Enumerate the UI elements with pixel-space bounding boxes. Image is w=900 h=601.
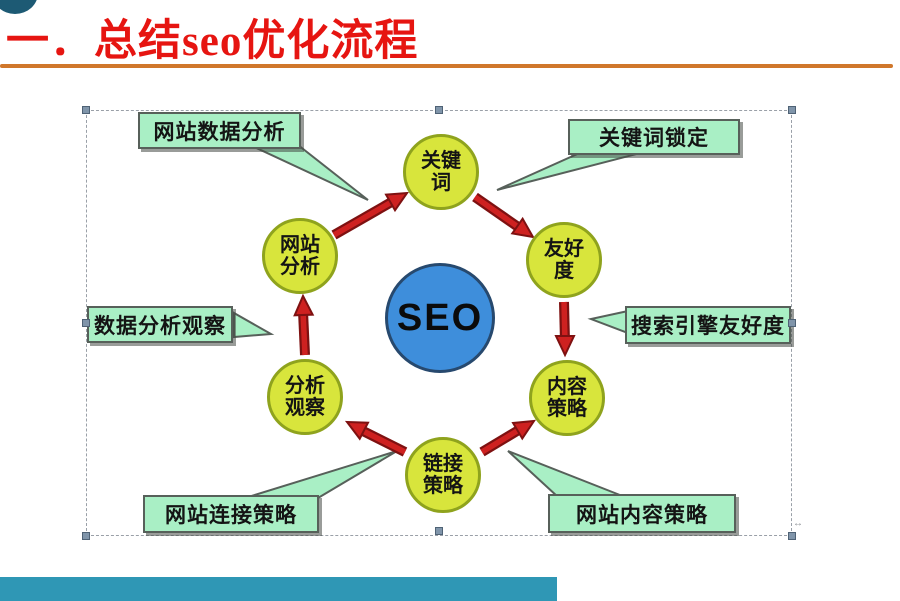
slide-title[interactable]: 一．总结seo优化流程	[6, 18, 419, 65]
resize-handle-bottom-left[interactable]	[82, 532, 90, 540]
node-analysis-observation-line2: 观察	[285, 397, 325, 419]
title-underline	[0, 64, 893, 68]
node-friendliness: 友好 度	[526, 222, 602, 298]
footer-bar	[0, 577, 557, 601]
node-site-analysis: 网站 分析	[262, 218, 338, 294]
node-link-strategy-line1: 链接	[423, 452, 463, 475]
callout-site-link-strategy: 网站连接策略	[143, 495, 319, 533]
node-link-strategy: 链接 策略	[405, 437, 481, 513]
node-analysis-observation: 分析 观察	[267, 359, 343, 435]
callout-site-content-strategy: 网站内容策略	[548, 494, 736, 533]
resize-handle-top-left[interactable]	[82, 106, 90, 114]
resize-handle-bottom-right[interactable]	[788, 532, 796, 540]
node-keyword-line2: 词	[431, 172, 451, 194]
callout-site-data-analysis: 网站数据分析	[138, 112, 301, 149]
arrow-analysis-observation-to-site-analysis	[293, 293, 315, 356]
resize-handle-top-center[interactable]	[435, 106, 443, 114]
resize-handle-top-right[interactable]	[788, 106, 796, 114]
node-link-strategy-line2: 策略	[423, 475, 463, 497]
resize-handle-mid-right[interactable]	[788, 319, 796, 327]
node-content-strategy-line1: 内容	[547, 375, 587, 398]
node-content-strategy-line2: 策略	[547, 398, 587, 420]
tail-keyword-locking	[496, 150, 649, 191]
resize-handle-mid-left[interactable]	[82, 319, 90, 327]
callout-data-analysis-observation: 数据分析观察	[87, 306, 233, 343]
arrow-link-strategy-to-analysis-observation	[344, 420, 408, 457]
arrow-friendliness-to-content-strategy	[554, 301, 576, 358]
tail-data-analysis-observation	[233, 311, 275, 339]
tail-site-link-strategy	[244, 450, 398, 499]
node-content-strategy: 内容 策略	[529, 360, 605, 436]
node-analysis-observation-line1: 分析	[285, 374, 325, 397]
node-keyword-line1: 关键	[421, 149, 461, 172]
tail-site-content-strategy	[507, 450, 626, 498]
node-friendliness-line2: 度	[554, 260, 574, 282]
arrow-link-strategy-to-content-strategy	[479, 419, 537, 457]
callout-keyword-locking: 关键词锁定	[568, 119, 740, 155]
tail-site-data-analysis	[249, 144, 369, 201]
arrow-keyword-to-friendliness	[472, 192, 535, 239]
callout-search-engine-friendliness: 搜索引擎友好度	[625, 306, 791, 344]
node-friendliness-line1: 友好	[544, 237, 584, 260]
node-site-analysis-line1: 网站	[280, 233, 320, 256]
node-site-analysis-line2: 分析	[280, 256, 320, 278]
resize-cursor-mark: ↔	[793, 518, 803, 529]
arrow-site-analysis-to-keyword	[331, 191, 410, 240]
node-seo-center: SEO	[385, 263, 495, 373]
node-keyword: 关键 词	[403, 134, 479, 210]
tail-search-engine-friendliness	[587, 309, 629, 335]
resize-handle-bottom-center[interactable]	[435, 527, 443, 535]
cycle-arrows	[293, 191, 576, 457]
